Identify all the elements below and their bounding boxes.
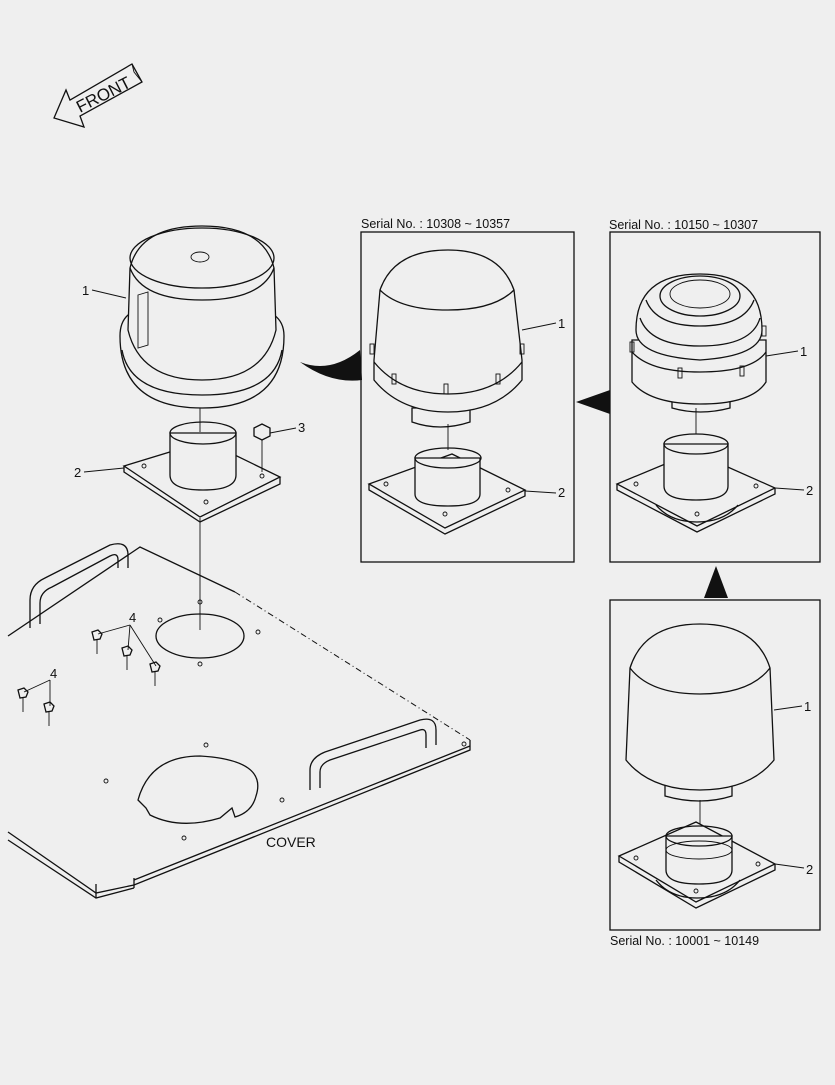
inset-a-serial: Serial No. : 10308 ~ 10357: [361, 217, 510, 231]
inset-a: Serial No. : 10308 ~ 10357 1 2: [360, 217, 575, 563]
callout-inset-c-adapter: 2: [806, 862, 813, 877]
callout-nuts-lower: 4: [50, 666, 57, 681]
inset-c: Serial No. : 10001 ~ 10149 1 2: [609, 599, 821, 948]
callout-main-bolt: 3: [298, 420, 305, 435]
adapter-main: [122, 421, 282, 523]
inset-c-frame: [609, 599, 821, 931]
arrow-left-icon: [576, 390, 610, 414]
front-label: FRONT: [73, 73, 134, 117]
filter-cap-icon: [190, 251, 210, 263]
inset-b: Serial No. : 10150 ~ 10307: [609, 218, 821, 563]
callout-nuts-upper: 4: [129, 610, 136, 625]
air-filter-b: [629, 273, 767, 413]
callout-main-filter: 1: [82, 283, 89, 298]
callout-inset-b-adapter: 2: [806, 483, 813, 498]
main-assembly: COVER: [7, 225, 471, 899]
callout-inset-a-filter: 1: [558, 316, 565, 331]
callout-inset-c-filter: 1: [804, 699, 811, 714]
adapter-c: [617, 821, 777, 909]
bolt-icon: [253, 423, 271, 472]
arrow-up-icon: [704, 566, 728, 598]
nut-icons: [17, 629, 161, 726]
air-filter-a: [369, 249, 525, 428]
callout-main-adapter: 2: [74, 465, 81, 480]
air-filter-main: [119, 225, 285, 409]
cover-label: COVER: [266, 834, 316, 850]
callout-inset-a-adapter: 2: [558, 485, 565, 500]
adapter-b: [615, 433, 777, 533]
inset-a-frame: [360, 231, 575, 563]
inset-c-serial: Serial No. : 10001 ~ 10149: [610, 934, 759, 948]
callout-inset-b-filter: 1: [800, 344, 807, 359]
front-arrow-icon: FRONT: [53, 63, 143, 128]
inset-b-frame: [609, 231, 821, 563]
air-filter-c: [625, 623, 775, 802]
inset-b-serial: Serial No. : 10150 ~ 10307: [609, 218, 758, 232]
cover-plate: COVER: [7, 543, 471, 899]
curved-arrow-icon: [300, 350, 362, 381]
adapter-a: [367, 447, 527, 535]
